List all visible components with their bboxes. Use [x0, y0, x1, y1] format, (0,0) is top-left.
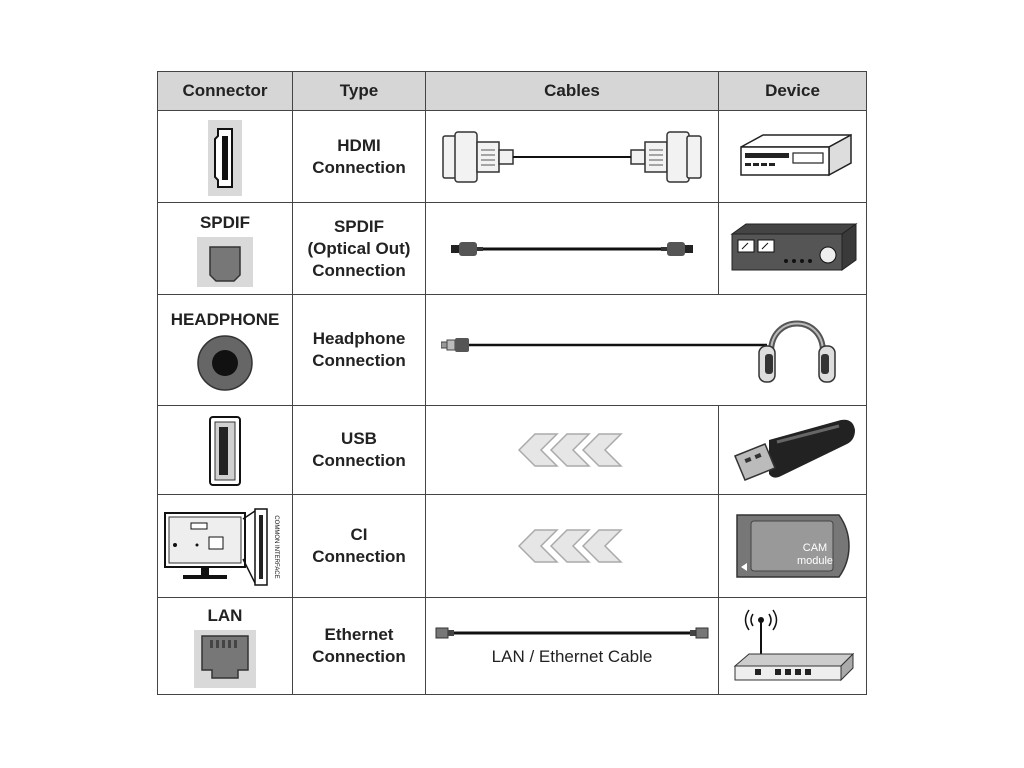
header-cables: Cables [425, 71, 719, 111]
connections-table: Connector Type Cables Device HDMI Connec… [157, 71, 867, 695]
table-row-hdmi: HDMI Connection [157, 110, 867, 203]
type-cell: HDMI Connection [292, 110, 426, 203]
spdif-port-icon [197, 236, 253, 287]
ethernet-cable-icon [435, 627, 709, 639]
device-cell [718, 202, 867, 295]
usb-port-icon [209, 416, 241, 486]
connector-cell: HEADPHONE [157, 294, 293, 406]
type-line: Connection [312, 351, 406, 370]
connector-label: SPDIF [199, 212, 251, 232]
cable-cell [425, 494, 719, 598]
insert-arrows-icon [517, 433, 623, 467]
hdmi-cable-icon [442, 130, 702, 183]
type-line: Connection [312, 547, 406, 566]
connector-cell: SPDIF [157, 202, 293, 295]
cable-cell [425, 202, 719, 295]
table-row-lan: LAN Ethernet Connection [157, 597, 867, 695]
type-line: Headphone [312, 329, 406, 348]
device-cell [718, 597, 867, 695]
table-row-ci: COMMON INTERFACE CI Connection [157, 494, 867, 598]
headphone-cable-icon [441, 320, 836, 383]
hdmi-port-icon [208, 119, 242, 196]
type-line: CI [350, 525, 368, 544]
cam-module-icon: CAM module [735, 514, 850, 578]
connections-table-wrapper: Connector Type Cables Device HDMI Connec… [157, 71, 867, 695]
type-line: Connection [312, 260, 406, 280]
cable-cell [425, 405, 719, 495]
cable-cell [425, 110, 719, 203]
cable-cell [425, 294, 867, 406]
cam-label: CAM [802, 542, 826, 554]
cable-cell: LAN / Ethernet Cable [425, 597, 719, 695]
type-line: HDMI [337, 135, 381, 155]
type-line: Connection [312, 451, 406, 470]
header-type: Type [292, 71, 426, 111]
table-row-spdif: SPDIF SPDIF (Optical Out) Connection [157, 202, 867, 295]
device-cell [718, 110, 867, 203]
lan-port-icon [194, 630, 256, 688]
audio-amplifier-icon [729, 222, 858, 271]
device-cell: CAM module [718, 494, 867, 598]
connector-cell [157, 110, 293, 203]
headphone-jack-icon [197, 335, 253, 391]
insert-arrows-icon [517, 529, 623, 563]
type-cell: SPDIF (Optical Out) Connection [292, 202, 426, 295]
table-row-usb: USB Connection [157, 405, 867, 495]
table-row-headphone: HEADPHONE Headphone Connection [157, 294, 867, 406]
type-line: Ethernet [324, 625, 394, 644]
type-cell: USB Connection [292, 405, 426, 495]
cam-sublabel: module [796, 555, 832, 567]
router-icon [733, 609, 854, 682]
header-device: Device [718, 71, 867, 111]
connector-label: HEADPHONE [170, 310, 280, 329]
headphones-icon [758, 320, 836, 383]
tv-ci-slot-icon: COMMON INTERFACE [164, 508, 279, 586]
type-line: Connection [312, 157, 406, 177]
connector-cell [157, 405, 293, 495]
type-line: USB [341, 429, 377, 448]
optical-cable-icon [451, 241, 693, 256]
header-connector: Connector [157, 71, 293, 111]
header-row: Connector Type Cables Device [157, 71, 867, 111]
common-interface-label: COMMON INTERFACE [273, 515, 279, 578]
usb-stick-icon [733, 419, 855, 481]
type-cell: Ethernet Connection [292, 597, 426, 695]
connector-cell: LAN [157, 597, 293, 695]
device-cell [718, 405, 867, 495]
type-line: SPDIF [333, 216, 385, 236]
type-cell: Headphone Connection [292, 294, 426, 406]
type-line: Connection [312, 647, 406, 666]
dvd-player-icon [739, 133, 852, 176]
type-line: (Optical Out) [307, 238, 411, 258]
connector-label: LAN [207, 606, 243, 625]
type-cell: CI Connection [292, 494, 426, 598]
connector-cell: COMMON INTERFACE [157, 494, 293, 598]
cable-caption: LAN / Ethernet Cable [491, 647, 653, 666]
